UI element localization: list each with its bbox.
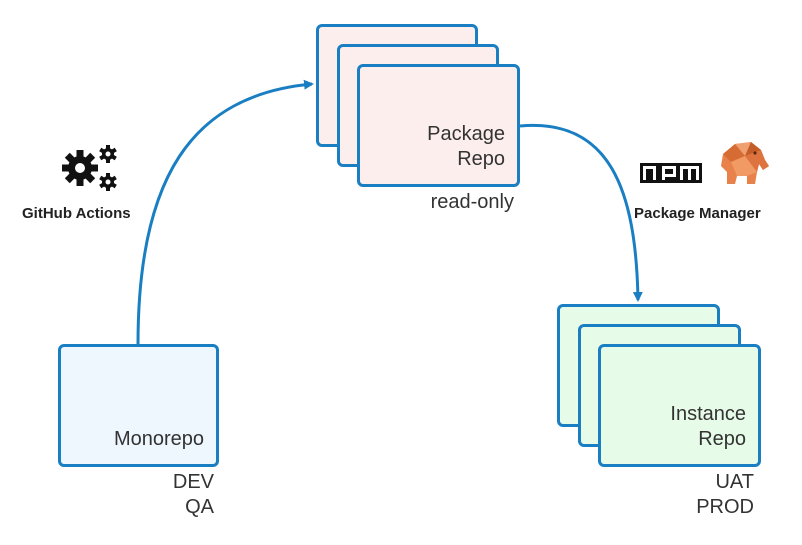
gears-icon [62, 145, 117, 191]
package-repo-box: Package Repo [357, 64, 520, 187]
package-repo-label-line2: Repo [457, 148, 505, 170]
monorepo-box: Monorepo [58, 344, 219, 467]
env-prod: PROD [696, 496, 754, 518]
env-dev: DEV [172, 471, 214, 493]
monorepo-label: Monorepo [113, 428, 204, 450]
github-actions-label: GitHub Actions [22, 205, 131, 222]
arrow-monorepo-to-package-repo [136, 79, 314, 345]
instance-repo-label-line1: Instance [670, 403, 746, 425]
elephant-logo [721, 142, 769, 184]
env-qa: QA [185, 496, 214, 518]
instance-repo-environments: UAT PROD [696, 470, 754, 520]
package-manager-label: Package Manager [634, 205, 761, 222]
instance-repo-label: Instance Repo [670, 402, 746, 452]
instance-repo-label-line2: Repo [698, 428, 746, 450]
instance-repo-box: Instance Repo [598, 344, 761, 467]
package-repo-note: read-only [430, 191, 514, 213]
env-uat: UAT [715, 471, 754, 493]
npm-logo [640, 163, 702, 183]
monorepo-environments: DEV QA [173, 470, 214, 520]
arrow-package-repo-to-instance-repo [519, 123, 643, 302]
package-repo-label: Package Repo [427, 122, 505, 172]
package-repo-label-line1: Package [427, 123, 505, 145]
